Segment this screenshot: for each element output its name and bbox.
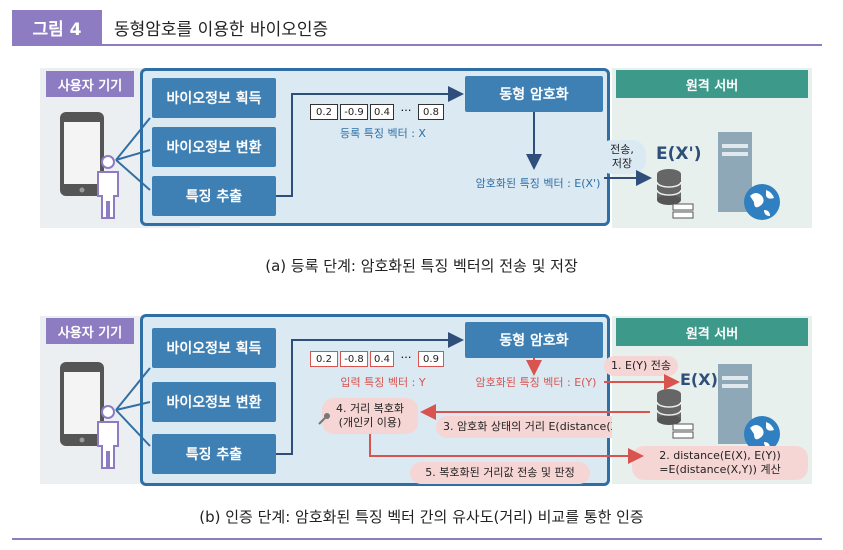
stored-cipher-b: E(X) <box>680 370 718 389</box>
enc-caption-b: 암호화된 특징 벡터 : E(Y) <box>475 376 597 389</box>
stored-cipher-a: E(X') <box>656 144 702 164</box>
vector-cell: 0.8 <box>418 104 444 120</box>
phone-user-icon-a <box>60 112 119 219</box>
encrypted-distance-step: 3. 암호화 상태의 거리 E(distance(X,Y)) <box>436 416 644 438</box>
caption-a: (a) 등록 단계: 암호화된 특징 벡터의 전송 및 저장 <box>265 257 578 275</box>
result-transfer-step: 5. 복호화된 거리값 전송 및 판정 <box>410 462 590 484</box>
encrypt-box-a: 동형 암호화 <box>465 76 603 112</box>
database-icon <box>656 169 694 219</box>
step-transform-a: 바이오정보 변환 <box>152 127 276 167</box>
decrypt-step: 4. 거리 복호화 (개인키 이용) <box>322 398 418 434</box>
distance-compute-line2: =E(distance(X,Y)) 계산 <box>659 463 781 476</box>
footer-divider <box>12 538 822 540</box>
user-device-label-a: 사용자 기기 <box>46 71 134 97</box>
vector-cell: 0.4 <box>370 104 394 120</box>
vector-caption-a: 등록 특징 벡터 : X <box>340 127 426 140</box>
distance-compute-line1: 2. distance(E(X), E(Y)) <box>659 449 781 462</box>
vector-cell: -0.8 <box>340 351 368 367</box>
decrypt-step-line1: 4. 거리 복호화 <box>335 402 405 415</box>
vector-ellipsis: … <box>400 348 412 361</box>
server-globe-icon <box>718 132 780 220</box>
server-label-a: 원격 서버 <box>616 70 808 98</box>
phone-user-icon-b <box>60 362 119 469</box>
send-step: 1. E(Y) 전송 <box>604 356 678 376</box>
user-device-label-b: 사용자 기기 <box>46 318 134 344</box>
enc-caption-a: 암호화된 특징 벡터 : E(X') <box>475 177 601 190</box>
step-acquire-b: 바이오정보 획득 <box>152 328 276 368</box>
step-acquire-a: 바이오정보 획득 <box>152 78 276 118</box>
distance-compute-step: 2. distance(E(X), E(Y)) =E(distance(X,Y)… <box>632 446 808 480</box>
vector-caption-b: 입력 특징 벡터 : Y <box>340 376 426 389</box>
vector-cell: 0.2 <box>310 104 338 120</box>
figure-badge: 그림 4 <box>12 10 102 44</box>
vector-cell: -0.9 <box>340 104 368 120</box>
encrypt-box-b: 동형 암호화 <box>465 322 603 358</box>
decrypt-step-line2: (개인키 이용) <box>338 416 402 429</box>
vector-cell: 0.2 <box>310 351 338 367</box>
step-extract-b: 특징 추출 <box>152 434 276 474</box>
step-transform-b: 바이오정보 변환 <box>152 382 276 422</box>
vector-cell: 0.9 <box>418 351 444 367</box>
server-label-b: 원격 서버 <box>616 318 808 346</box>
key-icon <box>318 413 330 425</box>
step-extract-a: 특징 추출 <box>152 176 276 216</box>
caption-b: (b) 인증 단계: 암호화된 특징 벡터 간의 유사도(거리) 비교를 통한 … <box>199 508 644 526</box>
figure-title: 동형암호를 이용한 바이오인증 <box>114 19 329 40</box>
transfer-label-a: 전송, 저장 <box>598 140 646 174</box>
vector-ellipsis: … <box>400 101 412 114</box>
vector-cell: 0.4 <box>370 351 394 367</box>
database-icon <box>656 389 694 439</box>
server-globe-icon <box>718 364 780 452</box>
header-divider <box>12 44 822 46</box>
